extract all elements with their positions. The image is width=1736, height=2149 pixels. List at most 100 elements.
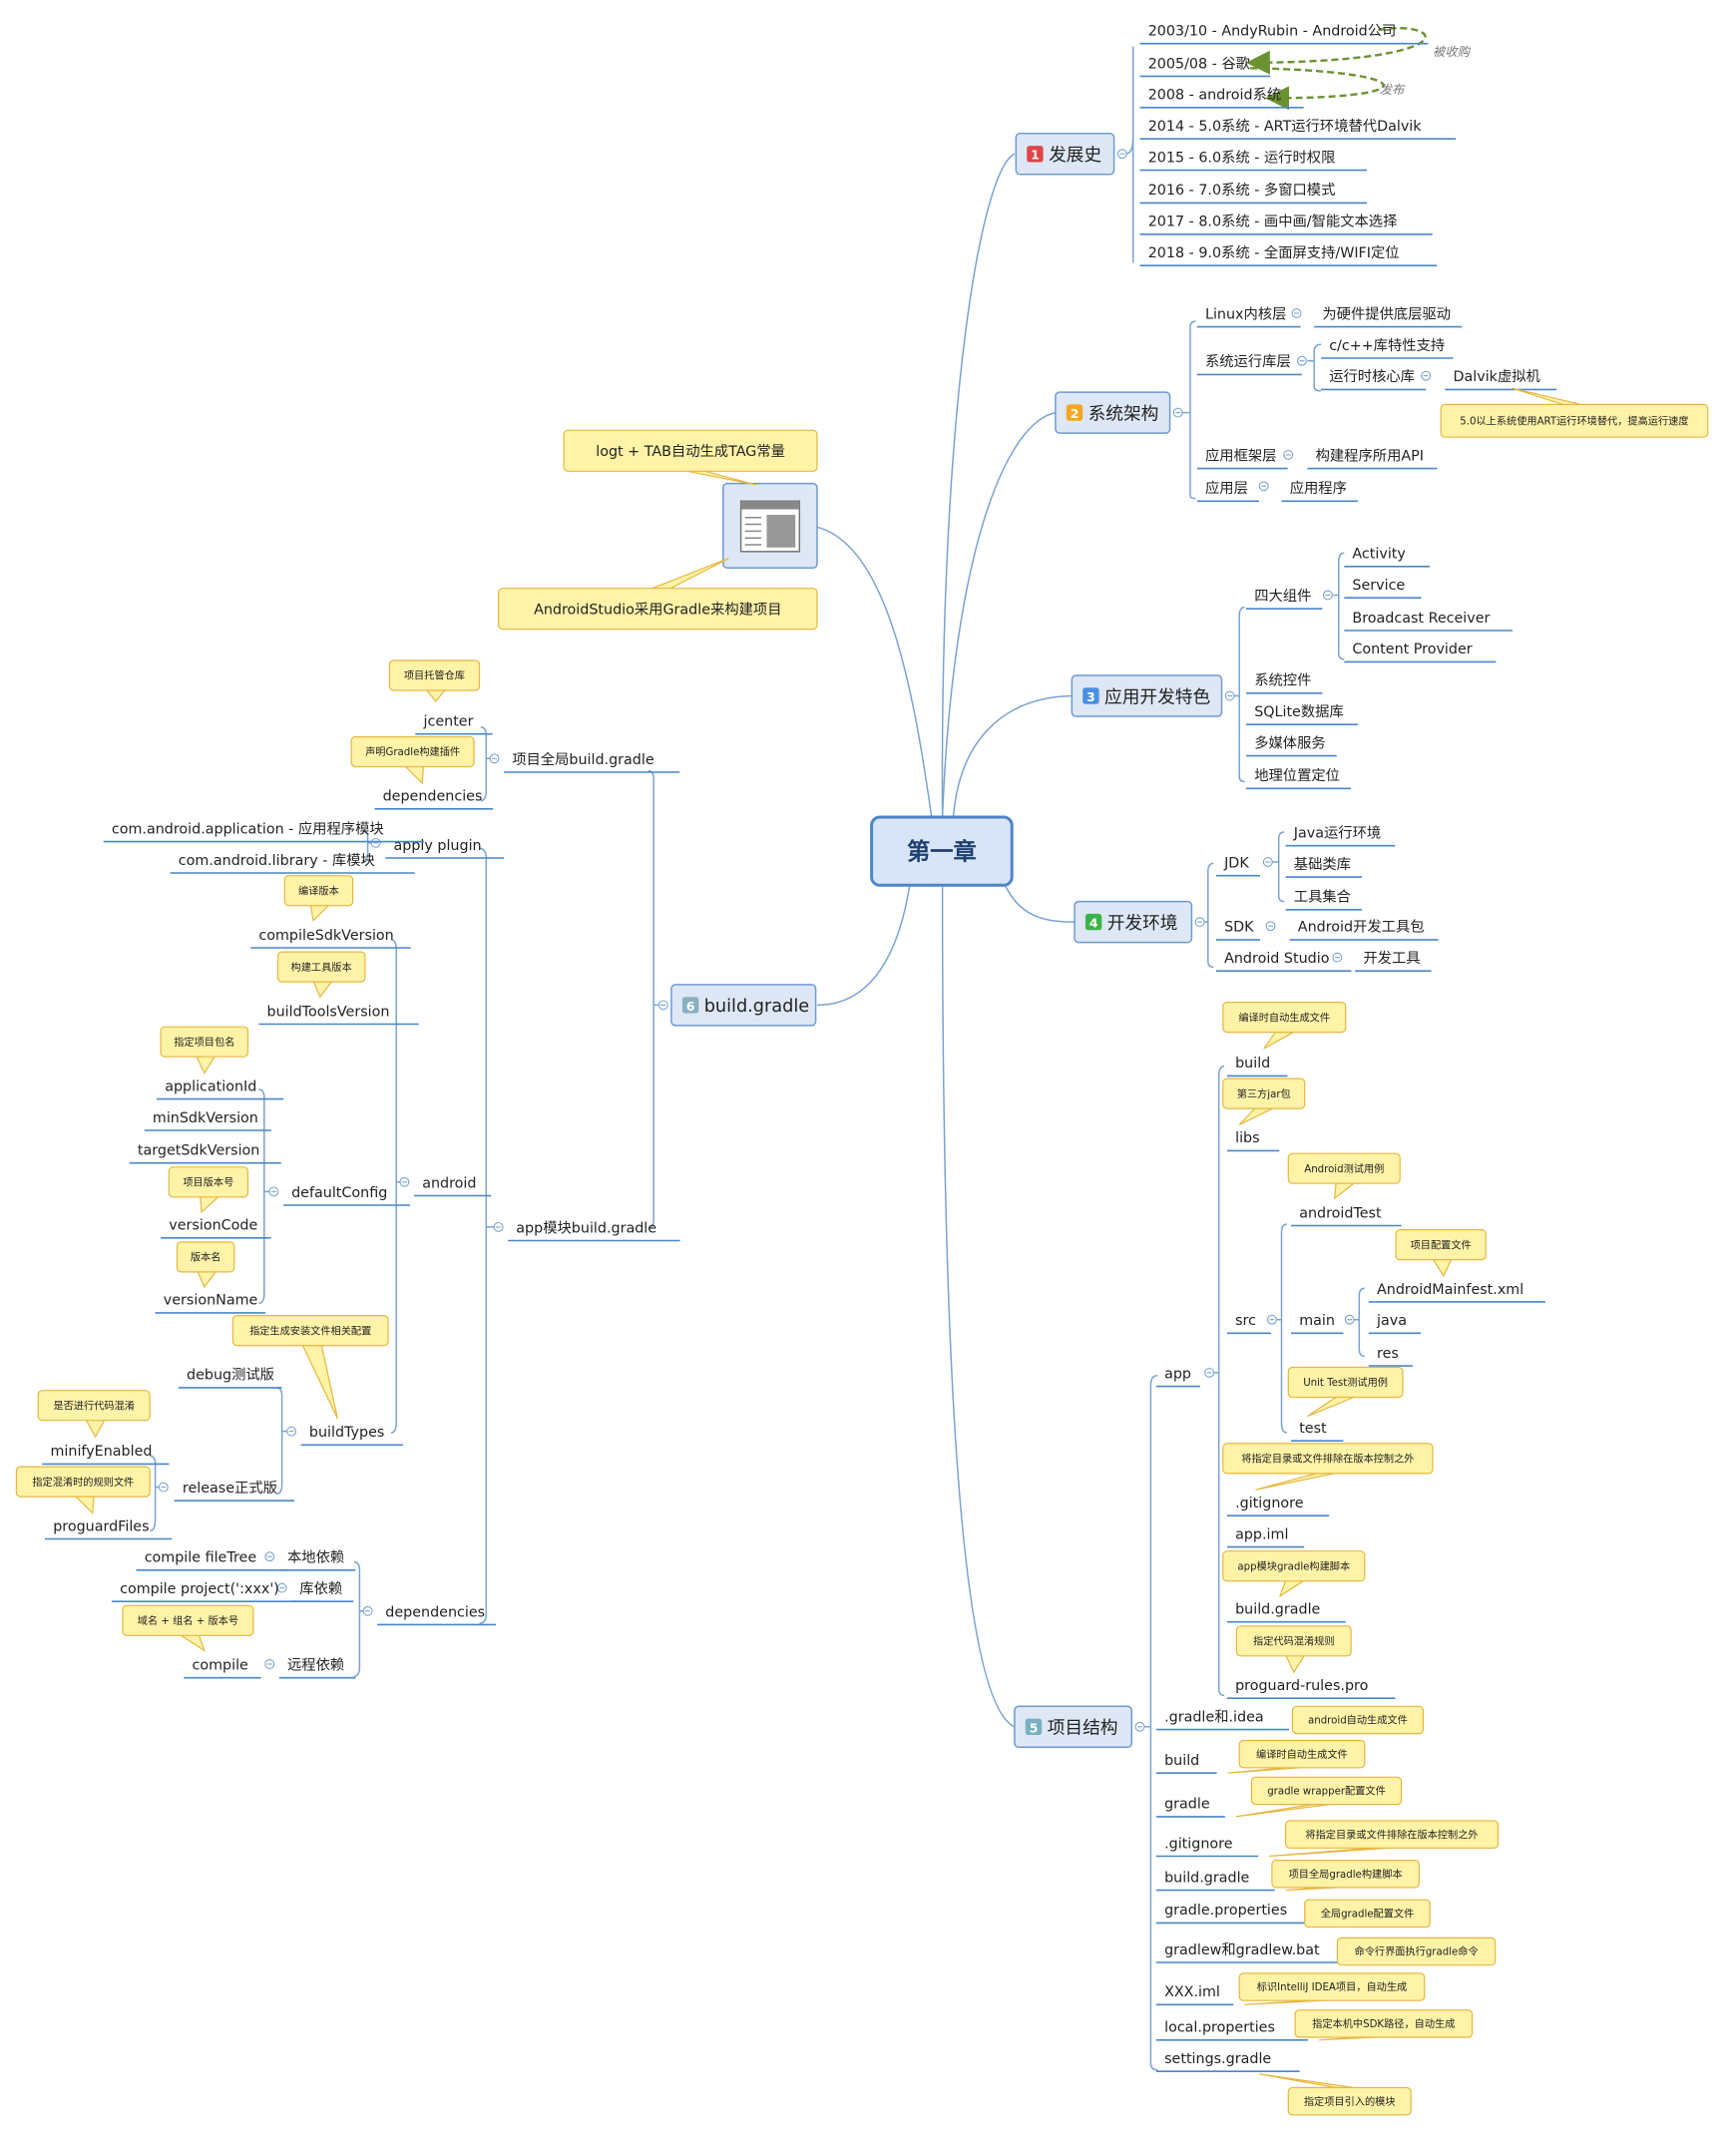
jdk-child-2: 工具集合 (1294, 889, 1351, 906)
global-jcenter-node: jcenter (423, 714, 474, 730)
defaultconfig-connector (258, 1088, 270, 1305)
root-item-9-callout-text: 指定项目引入的模块 (1304, 2095, 1396, 2108)
apply-application-node: com.android.application - 应用程序模块 (112, 819, 384, 837)
structure-app-node: app (1164, 1366, 1191, 1382)
components-connector (1333, 552, 1345, 660)
root-item-3: .gitignore (1164, 1836, 1233, 1852)
env-sdk-node: SDK (1224, 920, 1254, 936)
release-proguardfiles-callout-pointer (73, 1495, 95, 1514)
android-buildtools-callout (276, 951, 366, 983)
root-item-1: build (1164, 1753, 1199, 1769)
global-jcenter-callout-pointer (424, 688, 447, 702)
default-versionname-node: versionName (164, 1293, 258, 1309)
gradle-dependencies-node: dependencies (385, 1604, 485, 1620)
root-item-4-callout (1271, 1859, 1420, 1889)
global-connector (480, 726, 491, 802)
relation-acquired-arrow (1245, 27, 1427, 75)
deps-filetree-type: 本地依赖 (287, 1549, 344, 1566)
app-libs-callout-pointer (1238, 1106, 1275, 1126)
root-item-0: .gradle和.idea (1164, 1708, 1264, 1725)
arch-dalvik-callout (1440, 403, 1709, 438)
global-dependencies-callout-pointer (402, 764, 425, 785)
env-jdk-node: JDK (1223, 856, 1249, 872)
branch-structure[interactable] (1014, 1705, 1133, 1749)
release-minify-node: minifyEnabled (51, 1444, 153, 1460)
central-topic[interactable] (870, 815, 1014, 887)
default-versioncode-callout-text: 项目版本号 (183, 1176, 233, 1189)
central-topic-label: 第一章 (907, 838, 977, 865)
branch-connector (941, 153, 1016, 818)
root-item-9-callout (1287, 2086, 1412, 2116)
gradle-connector (648, 769, 659, 1229)
env-studio-child: 开发工具 (1363, 950, 1420, 967)
deps-compile-callout-text: 域名 + 组名 + 版本号 (138, 1614, 238, 1627)
app-proguard-callout (1235, 1625, 1352, 1657)
app-gitignore-node: .gitignore (1235, 1496, 1304, 1511)
main-java-node: java (1376, 1313, 1407, 1329)
root-item-2-callout (1250, 1776, 1403, 1806)
src-test-callout-text: Unit Test测试用例 (1303, 1376, 1388, 1389)
global-dependencies-node: dependencies (383, 789, 483, 805)
arch-dalvik-callout-text: 5.0以上系统使用ART运行环境替代，提高运行速度 (1460, 415, 1688, 428)
branch-structure-badge-number: 5 (1030, 1721, 1039, 1735)
branch-features[interactable] (1071, 674, 1223, 717)
tip-logt-callout (563, 429, 818, 472)
features-four-components: 四大组件 (1254, 588, 1311, 605)
arch-connector (1189, 495, 1196, 500)
apply-connector (362, 829, 372, 862)
history-item-2: 2008 - android系统 (1148, 87, 1281, 104)
app-gitignore-callout-text: 将指定目录或文件排除在版本控制之外 (1241, 1453, 1414, 1466)
buildtypes-callout (231, 1314, 389, 1347)
connector-lines (150, 46, 1365, 2071)
history-item-4: 2015 - 6.0系统 - 运行时权限 (1148, 149, 1336, 166)
gradle-android-node: android (422, 1175, 476, 1191)
android-buildtools-callout-pointer (312, 980, 334, 999)
buildtypes-debug-node: debug测试版 (187, 1367, 274, 1384)
app-gradle-callout-pointer (1278, 1579, 1307, 1598)
deps-connector (353, 1560, 364, 1678)
app-gradle-callout (1222, 1550, 1366, 1582)
default-versioncode-node: versionCode (169, 1218, 257, 1234)
buildtypes-release-node: release正式版 (183, 1480, 277, 1497)
default-versionname-callout (176, 1241, 235, 1273)
global-dependencies-callout (350, 735, 475, 768)
release-connector (150, 1455, 160, 1532)
branch-environment[interactable] (1074, 900, 1193, 944)
root-item-0-callout-text: android自动生成文件 (1308, 1714, 1408, 1727)
main-connector (1353, 1287, 1365, 1358)
root-item-9-callout-pointer (1259, 2073, 1361, 2090)
branch-features-badge (1083, 687, 1099, 704)
deps-compile-type: 远程依赖 (287, 1657, 344, 1674)
feature-other-3: 地理位置定位 (1254, 767, 1340, 784)
feature-other-2: 多媒体服务 (1254, 734, 1325, 751)
branch-architecture[interactable] (1055, 391, 1171, 434)
app-module-connector (479, 847, 495, 1624)
branch-history[interactable] (1015, 133, 1115, 176)
branch-gradle-badge (681, 997, 699, 1014)
global-dependencies-callout-text: 声明Gradle构建插件 (365, 745, 460, 758)
branch-architecture-badge (1066, 404, 1084, 421)
gradle-apply-node: apply plugin (394, 838, 482, 854)
arch-runtime-connector (1307, 343, 1322, 392)
branch-features-badge-number: 3 (1086, 690, 1095, 704)
tip-gradle-callout (498, 588, 818, 631)
root-item-9: settings.gradle (1164, 2051, 1271, 2067)
branch-gradle[interactable] (670, 984, 817, 1027)
release-minify-callout (37, 1390, 151, 1422)
root-item-3-callout-text: 将指定目录或文件排除在版本控制之外 (1305, 1828, 1478, 1841)
app-libs-callout-text: 第三方jar包 (1237, 1087, 1291, 1100)
env-sdk-child: Android开发工具包 (1298, 919, 1425, 936)
deps-compile-callout (122, 1604, 254, 1636)
component-2: Broadcast Receiver (1352, 611, 1490, 627)
app-gitignore-callout (1222, 1443, 1434, 1475)
main-manifest-callout (1395, 1228, 1487, 1261)
src-androidtest-callout-text: Android测试用例 (1304, 1162, 1384, 1175)
root-item-7: XXX.iml (1164, 1984, 1220, 2000)
component-1: Service (1352, 578, 1405, 594)
src-test-callout-pointer (1307, 1395, 1357, 1418)
android-buildtypes-node: buildTypes (309, 1425, 384, 1441)
app-connector (1213, 1066, 1225, 1697)
relation-acquired-label: 被收购 (1433, 45, 1472, 59)
